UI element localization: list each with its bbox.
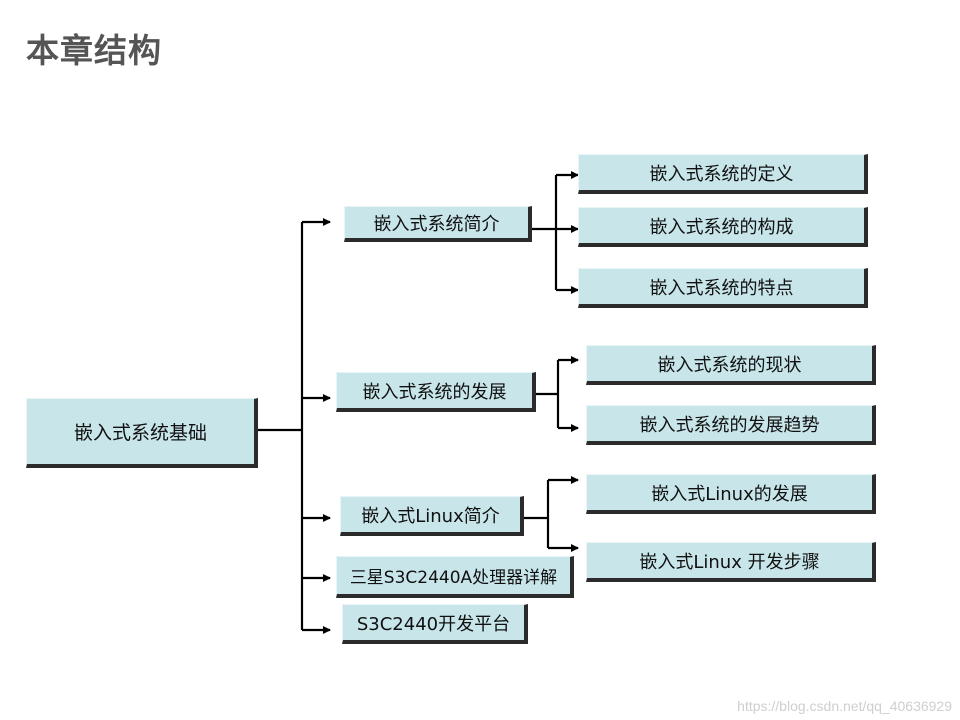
node-platform: S3C2440开发平台: [342, 604, 528, 644]
page-title: 本章结构: [26, 31, 162, 70]
node-linux-steps: 嵌入式Linux 开发步骤: [586, 542, 876, 582]
node-status: 嵌入式系统的现状: [586, 345, 876, 385]
node-linux: 嵌入式Linux简介: [340, 496, 524, 536]
node-intro: 嵌入式系统简介: [344, 206, 532, 242]
node-development: 嵌入式系统的发展: [336, 372, 536, 412]
node-s3c2440a: 三星S3C2440A处理器详解: [336, 556, 574, 598]
node-features: 嵌入式系统的特点: [578, 268, 868, 308]
node-linux-development: 嵌入式Linux的发展: [586, 474, 876, 514]
node-trend: 嵌入式系统的发展趋势: [586, 405, 876, 445]
node-composition: 嵌入式系统的构成: [578, 207, 868, 247]
watermark: https://blog.csdn.net/qq_40636929: [737, 698, 952, 714]
root-node: 嵌入式系统基础: [26, 398, 258, 468]
node-definition: 嵌入式系统的定义: [578, 154, 868, 194]
